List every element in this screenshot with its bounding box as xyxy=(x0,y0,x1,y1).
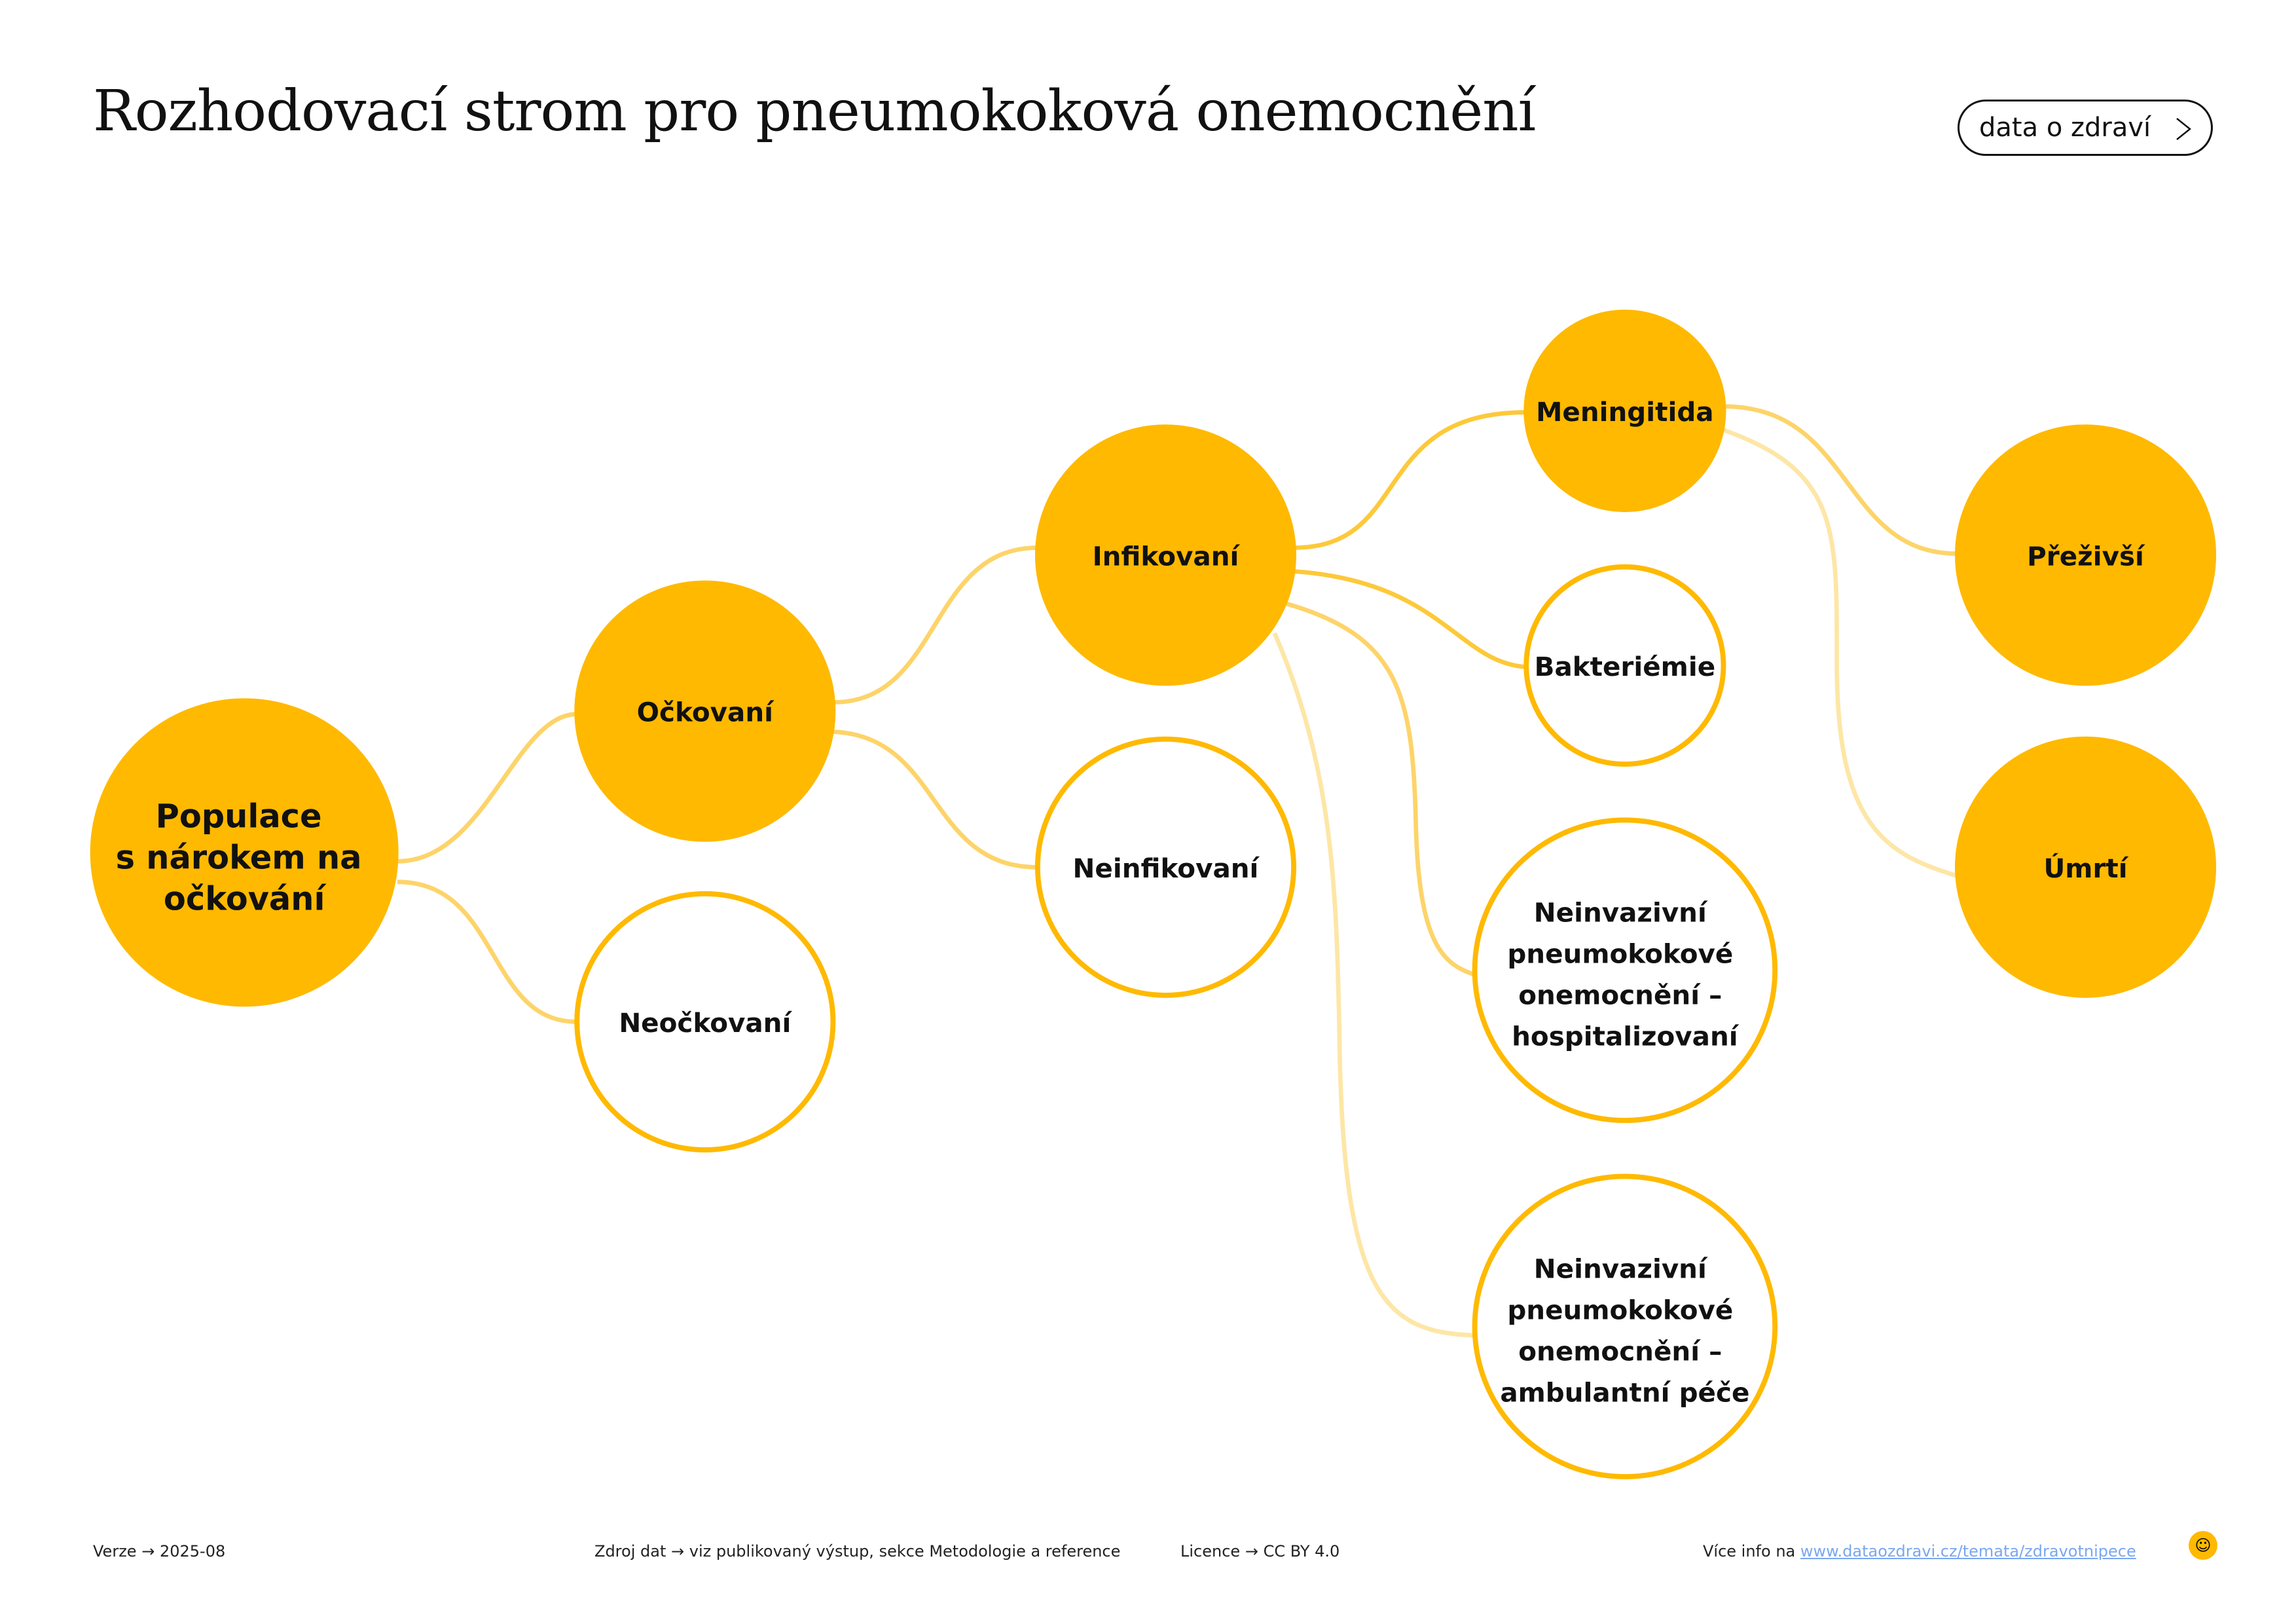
edge-infected-npo-amb xyxy=(1272,632,1475,1338)
node-bacteremia-label: Bakteriémie xyxy=(1535,651,1716,682)
source-value: viz publikovaný výstup, sekce Metodologi… xyxy=(689,1542,1121,1560)
node-npo-amb-label: Neinvazivní pneumokokové onemocnění – am… xyxy=(1500,1253,1749,1409)
node-unvaccinated xyxy=(574,891,836,1153)
footer-version: Verze → 2025-08 xyxy=(93,1542,225,1560)
edge-meningitis-survived xyxy=(1723,404,1958,556)
arrow-icon: → xyxy=(141,1542,155,1560)
more-info-label: Více info na xyxy=(1703,1542,1796,1560)
node-uninfected-label: Neinfikovaní xyxy=(1073,853,1260,884)
node-died xyxy=(1955,736,2217,998)
node-bacteremia xyxy=(1523,564,1726,767)
node-uninfected xyxy=(1034,736,1296,998)
page-title: Rozhodovací strom pro pneumokoková onemo… xyxy=(93,79,1536,144)
arrow-icon: → xyxy=(671,1542,685,1560)
node-population-label: Populace s nárokem na očkování xyxy=(116,798,373,918)
node-population xyxy=(90,698,399,1007)
edge-population-vaccinated xyxy=(397,712,577,864)
node-vaccinated-label: Očkovaní xyxy=(637,697,774,728)
data-o-zdravi-button[interactable]: data o zdraví xyxy=(1958,100,2213,156)
node-unvaccinated-label: Neočkovaní xyxy=(619,1007,792,1039)
node-infected xyxy=(1034,424,1296,686)
edge-infected-npo-hosp xyxy=(1285,601,1476,977)
edge-meningitis-died xyxy=(1722,428,1958,879)
node-survived-label: Přeživší xyxy=(2027,540,2145,572)
edge-infected-bacteremia xyxy=(1293,569,1527,669)
node-npo-hosp xyxy=(1472,817,1778,1123)
node-survived xyxy=(1955,424,2217,686)
node-meningitis xyxy=(1523,309,1726,512)
node-npo-hosp-label: Neinvazivní pneumokokové onemocnění – ho… xyxy=(1507,896,1742,1052)
licence-value: CC BY 4.0 xyxy=(1263,1542,1340,1560)
edge-infected-meningitis xyxy=(1294,410,1527,550)
footer-more-info: Více info na www.dataozdravi.cz/temata/z… xyxy=(1703,1542,2136,1560)
chevron-right-icon xyxy=(2176,118,2192,140)
version-label: Verze xyxy=(93,1542,137,1560)
version-value: 2025-08 xyxy=(159,1542,226,1560)
node-vaccinated xyxy=(574,580,836,842)
logo-icon: ☺ xyxy=(2189,1531,2217,1560)
node-infected-label: Infikovaní xyxy=(1093,540,1241,572)
node-died-label: Úmrtí xyxy=(2043,853,2128,884)
more-info-link[interactable]: www.dataozdravi.cz/temata/zdravotnipece xyxy=(1800,1542,2136,1560)
node-meningitis-label: Meningitida xyxy=(1536,396,1713,428)
edge-vaccinated-uninfected xyxy=(833,729,1038,870)
edge-population-unvaccinated xyxy=(397,879,577,1024)
button-label: data o zdraví xyxy=(1979,113,2151,143)
footer-licence: Licence → CC BY 4.0 xyxy=(1180,1542,1339,1560)
licence-label: Licence xyxy=(1180,1542,1241,1560)
source-label: Zdroj dat xyxy=(594,1542,666,1560)
arrow-icon: → xyxy=(1245,1542,1258,1560)
edge-vaccinated-infected xyxy=(833,545,1038,705)
node-npo-amb xyxy=(1472,1173,1778,1479)
footer-source: Zdroj dat → viz publikovaný výstup, sekc… xyxy=(594,1542,1120,1560)
